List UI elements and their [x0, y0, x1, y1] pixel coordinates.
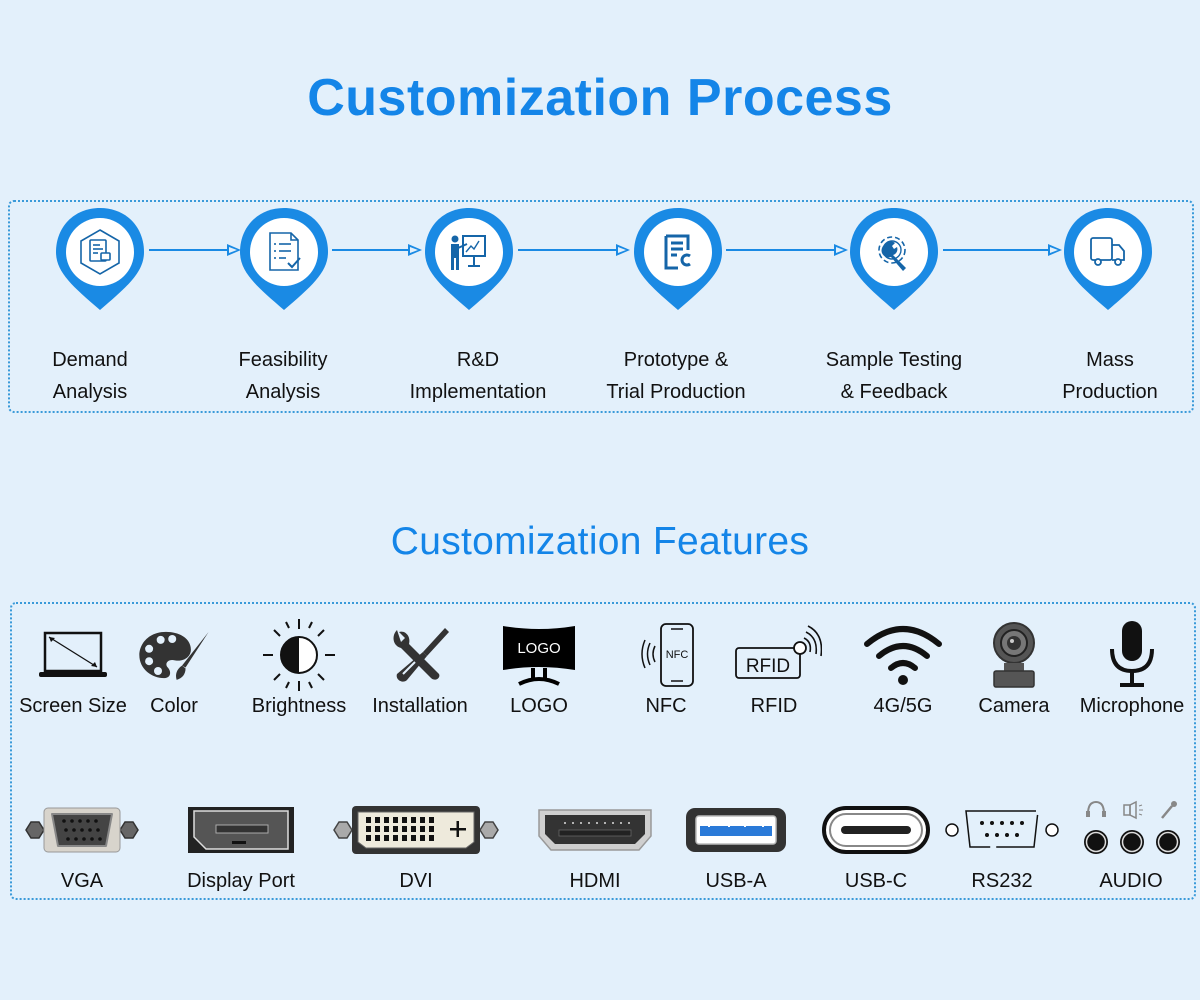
step-label-line: Prototype &: [623, 349, 729, 371]
usb-c-port-icon: [822, 806, 930, 854]
webcam-icon: [993, 622, 1035, 688]
tools-icon: [393, 628, 449, 682]
port-option: USB-A: [676, 790, 796, 893]
feature-label: 4G/5G: [873, 695, 933, 717]
location-pin-icon: [56, 208, 144, 310]
location-pin-icon: [850, 208, 938, 310]
nfc-phone-icon: NFC: [641, 623, 694, 687]
hdmi-port-icon: [538, 809, 652, 851]
screen-size-icon: [39, 631, 107, 677]
step-label-line: Mass: [1086, 349, 1134, 371]
step-label-line: Analysis: [245, 381, 321, 403]
logo-monitor-icon: LOGO: [503, 626, 575, 686]
step-label-line: R&D: [456, 349, 500, 371]
feature-label: Color: [150, 695, 198, 717]
step-label-line: Demand: [52, 349, 128, 371]
vga-port-icon: [25, 807, 139, 853]
arrow-connector: [943, 244, 1062, 256]
step-label-line: Trial Production: [606, 381, 746, 403]
feature-label: NFC: [645, 695, 687, 717]
dvi-port-icon: [333, 806, 499, 854]
port-option: DVI: [330, 790, 502, 893]
step-label-line: Sample Testing: [825, 349, 963, 371]
process-panel: [8, 200, 1194, 413]
step-label: Feasibility Analysis: [183, 344, 383, 408]
prototype-document-icon: [664, 234, 691, 270]
step-label-line: & Feedback: [840, 381, 948, 403]
feature-label: Microphone: [1079, 695, 1185, 717]
rfid-tag-icon: RFID: [735, 625, 822, 679]
feature-option: RFID RFID: [724, 615, 824, 718]
svg-text:RFID: RFID: [746, 656, 790, 677]
port-label: Display Port: [187, 870, 295, 892]
feature-option: NFC NFC: [624, 615, 708, 718]
port-option: RS232: [938, 790, 1066, 893]
port-option: AUDIO: [1076, 790, 1186, 893]
step-label-line: Feasibility: [238, 349, 328, 371]
arrow-connector: [332, 244, 422, 256]
location-pin-icon: [634, 208, 722, 310]
wifi-icon: [864, 626, 942, 685]
presentation-chart-icon: [451, 235, 486, 270]
step-label: Mass Production: [1010, 344, 1200, 408]
port-label: RS232: [971, 870, 1033, 892]
displayport-port-icon: [188, 807, 294, 853]
delivery-truck-icon: [1090, 237, 1125, 266]
feature-option: LOGO LOGO: [488, 615, 590, 718]
feature-label: Installation: [372, 695, 468, 717]
feature-option: Installation: [362, 615, 478, 718]
feature-label: Screen Size: [19, 695, 127, 717]
feature-option: 4G/5G: [856, 615, 950, 718]
step-label: Prototype & Trial Production: [576, 344, 776, 408]
port-option: HDMI: [530, 790, 660, 893]
port-label: AUDIO: [1099, 870, 1163, 892]
color-palette-icon: [139, 631, 209, 680]
demand-document-icon: [80, 229, 120, 275]
brightness-icon: [263, 619, 335, 691]
feature-option: Brightness: [240, 615, 358, 718]
process-title: Customization Process: [307, 69, 893, 127]
arrow-connector: [726, 244, 848, 256]
step-label-line: Analysis: [52, 381, 128, 403]
port-option: USB-C: [816, 790, 936, 893]
feature-label: Brightness: [251, 695, 347, 717]
audio-jacks-icon: [1084, 800, 1180, 854]
location-pin-icon: [1064, 208, 1152, 310]
feature-option: Screen Size: [10, 615, 136, 718]
features-title: Customization Features: [390, 520, 810, 563]
location-pin-icon: [425, 208, 513, 310]
location-pin-icon: [240, 208, 328, 310]
feature-option: Microphone: [1072, 615, 1192, 718]
step-label: Sample Testing & Feedback: [794, 344, 994, 408]
port-label: USB-C: [844, 870, 908, 892]
svg-text:NFC: NFC: [666, 649, 689, 661]
microphone-icon: [1110, 621, 1154, 687]
port-option: VGA: [20, 790, 144, 893]
port-option: Display Port: [176, 790, 306, 893]
step-label-line: Production: [1062, 381, 1158, 403]
feature-label: RFID: [750, 695, 798, 717]
gear-wrench-icon: [878, 236, 906, 271]
port-label: DVI: [399, 870, 433, 892]
port-label: VGA: [60, 870, 104, 892]
port-label: HDMI: [569, 870, 621, 892]
feature-label: LOGO: [510, 695, 568, 717]
step-label-line: Implementation: [409, 381, 547, 403]
feature-option: Color: [134, 615, 214, 718]
checklist-icon: [269, 232, 301, 271]
svg-text:LOGO: LOGO: [517, 640, 560, 657]
usb-a-port-icon: [686, 808, 786, 852]
arrow-connector: [149, 244, 241, 256]
feature-label: Camera: [978, 695, 1050, 717]
feature-option: Camera: [970, 615, 1058, 718]
step-label: R&D Implementation: [378, 344, 578, 408]
features-panel: [10, 602, 1196, 900]
step-label: Demand Analysis: [0, 344, 190, 408]
rs232-port-icon: [945, 810, 1059, 848]
arrow-connector: [518, 244, 630, 256]
port-label: USB-A: [705, 870, 767, 892]
